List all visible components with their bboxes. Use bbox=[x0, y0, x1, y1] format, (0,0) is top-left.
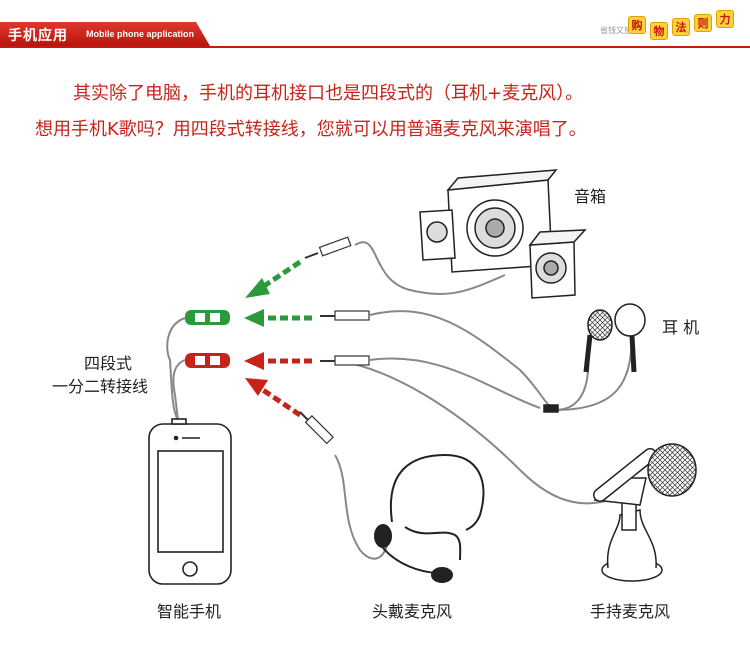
adapter-green-jack bbox=[185, 310, 230, 325]
adapter-label-line1: 四段式 bbox=[84, 354, 133, 373]
speaker-label: 音箱 bbox=[574, 187, 607, 206]
adapter-label-line2: 一分二转接线 bbox=[52, 377, 149, 396]
intro-line-2: 想用手机K歌吗？用四段式转接线，您就可以用普通麦克风来演唱了。 bbox=[35, 119, 587, 140]
brand-logo: 省钱又放心 购 物 法 则 力 bbox=[600, 8, 750, 48]
header-tab bbox=[0, 22, 210, 46]
arrow-headset-red bbox=[245, 378, 302, 418]
handheld-mic-icon bbox=[593, 443, 697, 582]
earphone-cable-1 bbox=[369, 310, 556, 411]
header-title: 手机应用 bbox=[8, 28, 68, 44]
brand-slogan: 省钱又放心 bbox=[600, 26, 640, 35]
header-subtitle: Mobile phone application bbox=[86, 29, 194, 39]
adapter-red-cable bbox=[172, 359, 186, 421]
brand-badge-2: 物 bbox=[650, 22, 668, 40]
headset-plug bbox=[299, 411, 334, 445]
arrow-earphone-green bbox=[244, 309, 312, 327]
brand-badge-1: 购 bbox=[628, 16, 646, 34]
speaker-plug bbox=[304, 236, 352, 259]
earphone-left-cable bbox=[554, 339, 590, 411]
earphone-icon bbox=[543, 303, 646, 413]
arrow-mic-red bbox=[244, 352, 312, 370]
intro-line-1: 其实除了电脑，手机的耳机接口也是四段式的（耳机+麦克风）。 bbox=[73, 83, 584, 104]
earphone-right-cable bbox=[554, 339, 633, 411]
earphone-plug-2 bbox=[320, 355, 370, 366]
brand-badge-3: 法 bbox=[672, 18, 690, 36]
headset-mic-icon bbox=[374, 453, 485, 583]
header-divider bbox=[0, 46, 750, 48]
plugs bbox=[299, 236, 370, 445]
headset-mic-label: 头戴麦克风 bbox=[372, 602, 453, 621]
smartphone-icon bbox=[148, 418, 232, 585]
handheld-mic-label: 手持麦克风 bbox=[590, 602, 671, 621]
speaker-cable bbox=[354, 241, 506, 296]
phone-label: 智能手机 bbox=[157, 602, 222, 621]
earphone-cable-2 bbox=[369, 357, 541, 409]
adapter-red-jack bbox=[185, 353, 230, 368]
speaker-icon bbox=[419, 169, 587, 299]
handheld-cable bbox=[334, 359, 611, 505]
earphone-plug-1 bbox=[320, 310, 370, 321]
headset-cable bbox=[334, 454, 389, 560]
brand-badge-5: 力 bbox=[716, 10, 734, 28]
section-header: 手机应用 Mobile phone application 省钱又放心 购 物 … bbox=[0, 10, 750, 48]
arrow-speaker-green bbox=[245, 259, 302, 298]
brand-badge-4: 则 bbox=[694, 14, 712, 32]
adapter-green-cable bbox=[166, 317, 186, 421]
earphone-label: 耳 机 bbox=[662, 318, 700, 337]
